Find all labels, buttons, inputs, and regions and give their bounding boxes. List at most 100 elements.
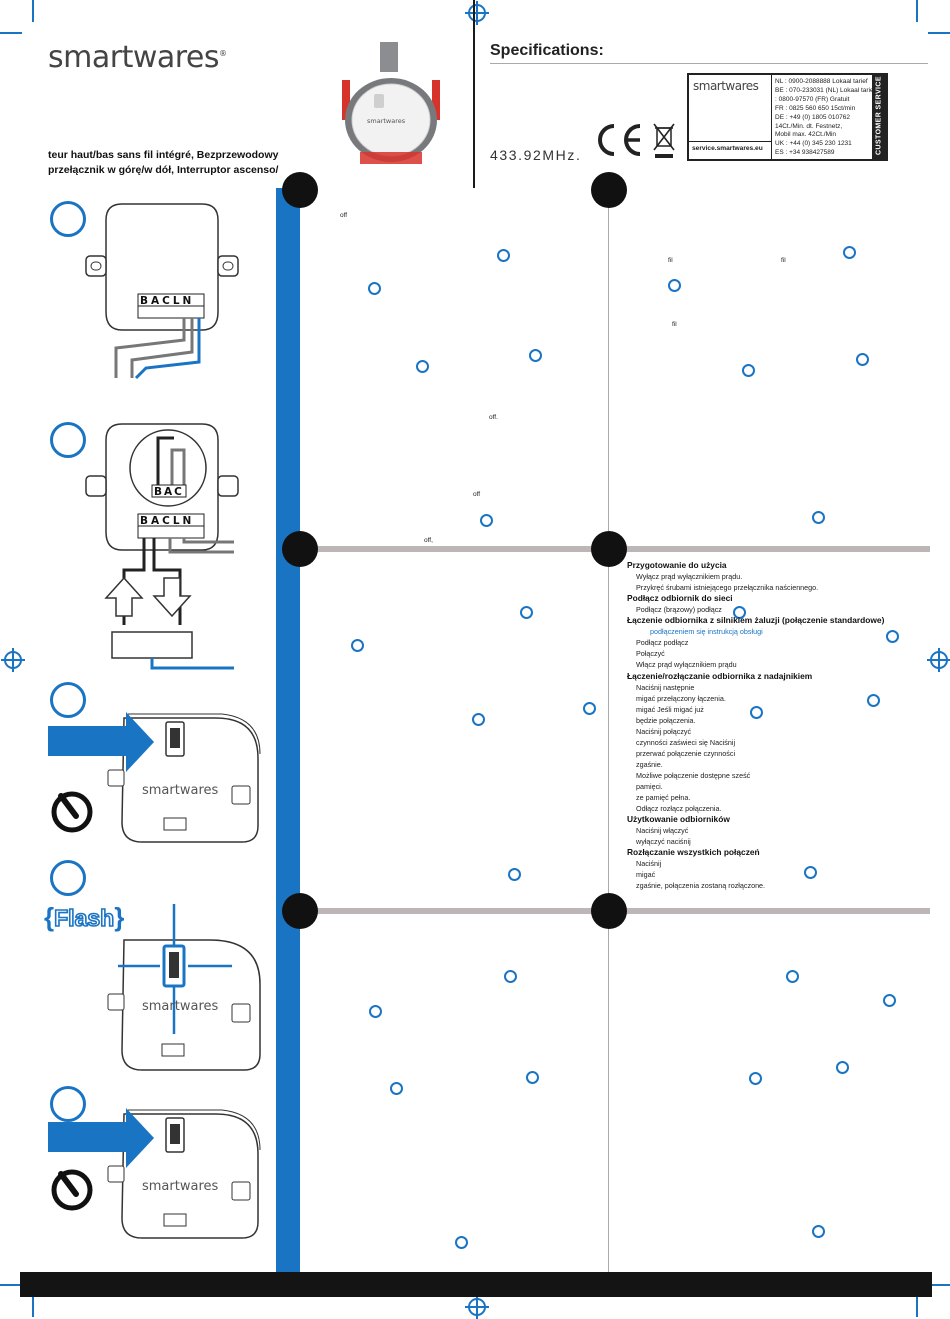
cs-side-label: CUSTOMER SERVICE xyxy=(875,76,883,155)
bottom-black-band xyxy=(20,1272,932,1297)
reference-ring-icon xyxy=(836,1061,849,1074)
customer-service-box: smartwares service.smartwares.eu CUSTOME… xyxy=(687,73,888,161)
reference-ring-icon xyxy=(368,282,381,295)
instruction-heading: Łączenie/rozłączanie odbiornika z nadajn… xyxy=(627,670,813,681)
reference-ring-icon xyxy=(480,514,493,527)
section-marker xyxy=(282,531,318,567)
terminal-labels-small: BAC xyxy=(154,486,184,498)
terminal-labels: BACLN xyxy=(140,515,194,527)
reference-ring-icon xyxy=(583,702,596,715)
crop-mark xyxy=(0,1284,22,1286)
section-marker xyxy=(591,893,627,929)
step-circle-1 xyxy=(50,201,86,237)
cs-divider-horizontal xyxy=(689,141,771,142)
instruction-heading: Użytkowanie odbiorników xyxy=(627,814,730,825)
text-fragment: off xyxy=(340,212,348,219)
text-fragment: fil xyxy=(781,257,786,264)
reference-ring-icon xyxy=(843,246,856,259)
text-fragment: fil xyxy=(668,257,673,264)
specifications-underline xyxy=(490,63,928,64)
instruction-heading: Łączenie odbiornika z silnikiem żaluzji … xyxy=(627,615,885,626)
instruction-line: Naciśnij xyxy=(636,859,662,869)
instruction-heading: Podłącz odbiornik do sieci xyxy=(627,593,733,604)
product-label: smartwares xyxy=(367,117,406,125)
ce-mark-icon xyxy=(598,124,641,156)
instruction-line: przerwać połączenie czynności xyxy=(636,748,736,758)
section-marker xyxy=(591,172,627,208)
reference-ring-icon xyxy=(867,694,880,707)
reference-ring-icon xyxy=(504,970,517,983)
text-fragment: off, xyxy=(424,537,433,544)
specifications-title: Specifications: xyxy=(490,42,604,59)
section-marker xyxy=(591,531,627,567)
reference-ring-icon xyxy=(520,606,533,619)
registration-mark-top xyxy=(465,1,489,25)
instruction-line: Możliwe połączenie dostępne sześć xyxy=(636,770,751,780)
reference-ring-icon xyxy=(733,606,746,619)
reference-ring-icon xyxy=(742,364,755,377)
cs-phone-line: : 0800-97570 (FR) Gratuit xyxy=(775,95,850,103)
instruction-line: Wyłącz prąd wyłącznikiem prądu. xyxy=(636,572,743,582)
product-photo: smartwares xyxy=(342,42,440,164)
instruction-line: Naciśnij połączyć xyxy=(636,726,692,736)
frequency-text: 433.92MHz. xyxy=(490,147,582,163)
step-circle-3 xyxy=(50,682,86,718)
crop-mark xyxy=(32,0,34,22)
weee-bin-icon xyxy=(653,123,675,158)
cs-side-label-bar xyxy=(872,75,886,159)
instruction-line: Podłącz (brązowy) podłącz xyxy=(636,605,722,615)
instruction-line: Odłącz rozłącz połączenia. xyxy=(636,804,722,814)
section-marker xyxy=(282,893,318,929)
device-flash-diagram: smartwares xyxy=(107,904,261,1071)
reference-ring-icon xyxy=(508,868,521,881)
device-label: smartwares xyxy=(142,783,219,798)
header-divider xyxy=(473,0,475,188)
reference-ring-icon xyxy=(812,1225,825,1238)
reference-ring-icon xyxy=(416,360,429,373)
device-press-diagram-1: smartwares xyxy=(48,712,261,843)
instruction-line: będzie połączenia. xyxy=(636,715,696,725)
reference-ring-icon xyxy=(883,994,896,1007)
text-fragment: fil xyxy=(672,321,677,328)
multilang-title-line1: teur haut/bas sans fil intégré, Bezprzew… xyxy=(48,149,279,161)
device-label: smartwares xyxy=(142,1179,219,1194)
step-circle-4 xyxy=(50,860,86,896)
reference-ring-icon xyxy=(856,353,869,366)
reference-ring-icon xyxy=(526,1071,539,1084)
section-marker xyxy=(282,172,318,208)
instruction-line: zgaśnie, połączenia zostaną rozłączone. xyxy=(636,881,766,891)
instruction-line: Połączyć xyxy=(636,649,665,659)
device-press-diagram-2: smartwares xyxy=(48,1108,261,1239)
instruction-line: wyłączyć naciśnij xyxy=(636,837,691,847)
cs-phone-line: ES : +34 938427589 xyxy=(775,149,835,157)
registration-mark-bottom xyxy=(465,1295,489,1319)
reference-ring-icon xyxy=(812,511,825,524)
cs-logo: smartwares xyxy=(693,79,759,93)
reference-ring-icon xyxy=(497,249,510,262)
flash-label: {Flash} xyxy=(44,902,125,932)
step-circle-5 xyxy=(50,1086,86,1122)
text-fragment: off xyxy=(473,491,481,498)
reference-ring-icon xyxy=(804,866,817,879)
reference-ring-icon xyxy=(351,639,364,652)
crop-mark xyxy=(32,1295,34,1317)
instruction-line: ze pamięć pełna. xyxy=(636,793,691,803)
cs-website: service.smartwares.eu xyxy=(692,145,763,152)
registration-mark-left xyxy=(1,648,25,672)
crop-mark xyxy=(916,0,918,22)
cs-phone-line: NL : 0900-2088888 Lokaal tarief xyxy=(775,78,868,85)
blue-side-band xyxy=(276,188,300,1273)
cs-phone-line: DE : +49 (0) 1805 010762 xyxy=(775,113,850,121)
instruction-line: Naciśnij następnie xyxy=(636,682,695,692)
instruction-line: Naciśnij włączyć xyxy=(636,826,689,836)
instruction-line: Przykręć śrubami istniejącego przełączni… xyxy=(636,583,819,593)
reference-ring-icon xyxy=(472,713,485,726)
instruction-heading: Rozłączanie wszystkich połączeń xyxy=(627,847,760,858)
reference-ring-icon xyxy=(749,1072,762,1085)
reference-ring-icon xyxy=(390,1082,403,1095)
wiring-diagram-2: BAC BACLN xyxy=(85,423,239,670)
instruction-line: migać przełączony łączenia. xyxy=(636,693,726,703)
reference-ring-icon xyxy=(668,279,681,292)
reference-ring-icon xyxy=(750,706,763,719)
instruction-line: pamięci. xyxy=(636,782,663,791)
